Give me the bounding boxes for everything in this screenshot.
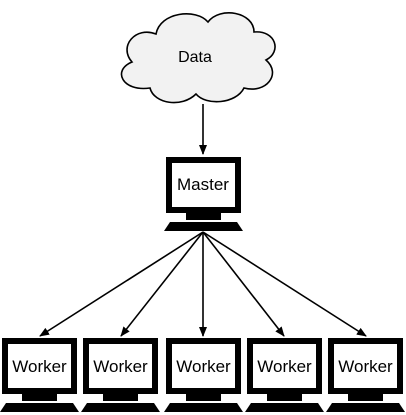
cloud-shape (120, 12, 276, 104)
worker-computer-3: Worker (164, 338, 243, 412)
master-stand (186, 213, 221, 220)
worker-keyboard (326, 403, 405, 412)
worker-keyboard (81, 403, 160, 412)
worker-keyboard (0, 403, 79, 412)
worker-computer-5: Worker (326, 338, 405, 412)
master-screen (172, 163, 235, 207)
worker-computer-1: Worker (0, 338, 79, 412)
worker-keyboard (245, 403, 324, 412)
worker-keyboard (164, 403, 243, 412)
cloud-label: Data (178, 49, 212, 66)
worker-label: Worker (338, 357, 393, 376)
master-keyboard (164, 222, 243, 231)
master-computer: Master (164, 157, 243, 231)
arrow-master-to-worker-5 (202, 231, 367, 337)
worker-label: Worker (93, 357, 148, 376)
worker-stand (22, 394, 57, 401)
worker-stand (103, 394, 138, 401)
worker-computer-2: Worker (81, 338, 160, 412)
worker-label: Worker (176, 357, 231, 376)
worker-screen (172, 344, 235, 388)
data-cloud: Data (120, 12, 276, 104)
arrow-master-to-worker-4 (202, 231, 285, 337)
worker-screen (8, 344, 71, 388)
worker-screen (334, 344, 397, 388)
arrow-master-to-worker-1 (39, 231, 204, 337)
master-to-worker-arrows (39, 231, 367, 337)
worker-stand (186, 394, 221, 401)
worker-screen (253, 344, 316, 388)
worker-screen (89, 344, 152, 388)
master-label: Master (177, 175, 229, 194)
worker-stand (348, 394, 383, 401)
worker-stand (267, 394, 302, 401)
arrow-master-to-worker-2 (120, 231, 204, 337)
worker-computer-4: Worker (245, 338, 324, 412)
worker-label: Worker (257, 357, 312, 376)
worker-label: Worker (12, 357, 67, 376)
